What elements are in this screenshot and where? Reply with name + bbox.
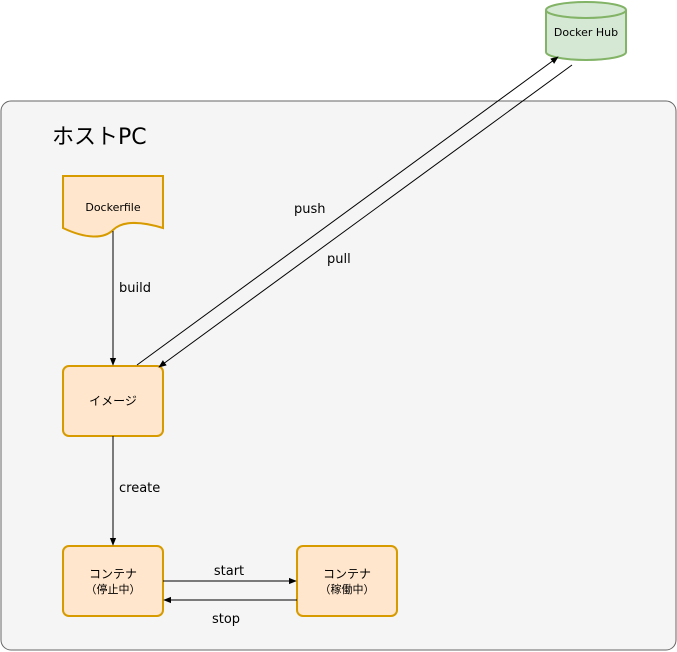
build-label: build xyxy=(119,281,151,296)
pull-arrow xyxy=(158,64,573,368)
docker-hub-label: Docker Hub xyxy=(554,26,618,39)
host-pc-title: ホストPC xyxy=(52,125,147,150)
create-label: create xyxy=(119,481,160,496)
stop-label: stop xyxy=(212,612,240,627)
pull-label: pull xyxy=(327,252,351,267)
start-label: start xyxy=(214,564,244,579)
container-running-status: （稼働中） xyxy=(320,582,375,596)
push-label: push xyxy=(294,202,326,217)
image-label: イメージ xyxy=(89,394,137,408)
container-stopped-status: （停止中） xyxy=(86,582,141,596)
container-stopped-node[interactable]: コンテナ （停止中） xyxy=(62,545,164,617)
dockerfile-label: Dockerfile xyxy=(85,201,141,214)
dockerfile-node[interactable]: Dockerfile xyxy=(62,175,164,238)
push-arrow xyxy=(136,56,559,366)
host-pc-container xyxy=(0,100,677,651)
container-running-node[interactable]: コンテナ （稼働中） xyxy=(296,545,398,617)
container-running-label: コンテナ xyxy=(323,567,371,581)
docker-hub-node[interactable]: Docker Hub xyxy=(545,1,627,61)
image-node[interactable]: イメージ xyxy=(62,365,164,437)
container-stopped-label: コンテナ xyxy=(89,567,137,581)
